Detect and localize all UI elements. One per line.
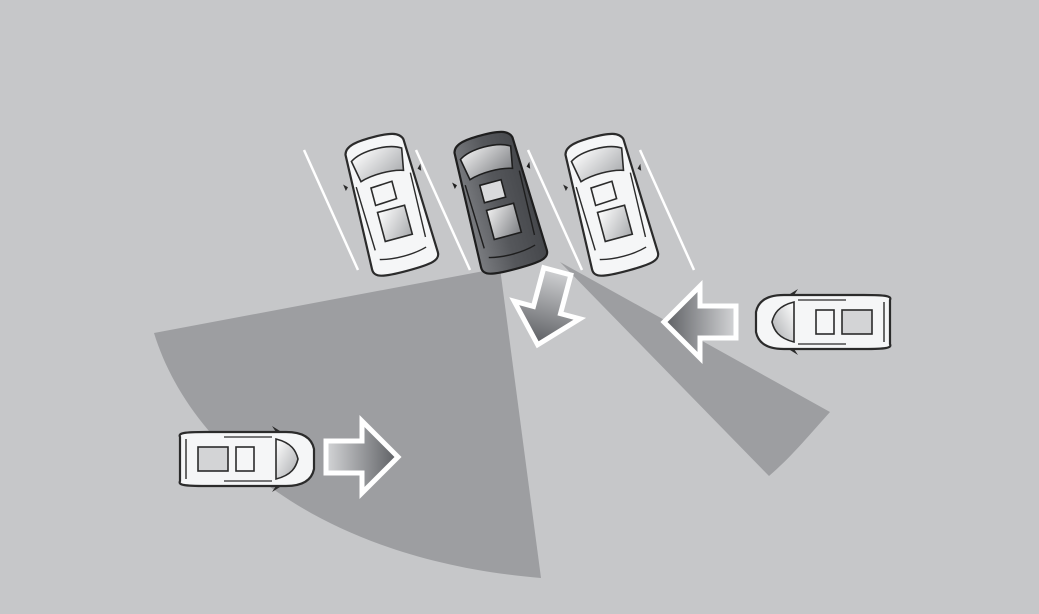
left-approaching-car bbox=[178, 424, 316, 494]
left-detection-zone bbox=[154, 268, 541, 578]
own-vehicle bbox=[441, 123, 557, 281]
right-parked-car bbox=[552, 125, 668, 283]
left-parked-car bbox=[332, 125, 448, 283]
reverse-out-arrow-icon bbox=[509, 264, 587, 349]
parking-lines bbox=[302, 149, 696, 271]
approach-from-right-arrow-icon bbox=[660, 279, 739, 365]
approach-from-left-arrow-icon bbox=[323, 414, 402, 500]
right-detection-zone bbox=[560, 262, 830, 476]
right-approaching-car bbox=[754, 287, 892, 357]
